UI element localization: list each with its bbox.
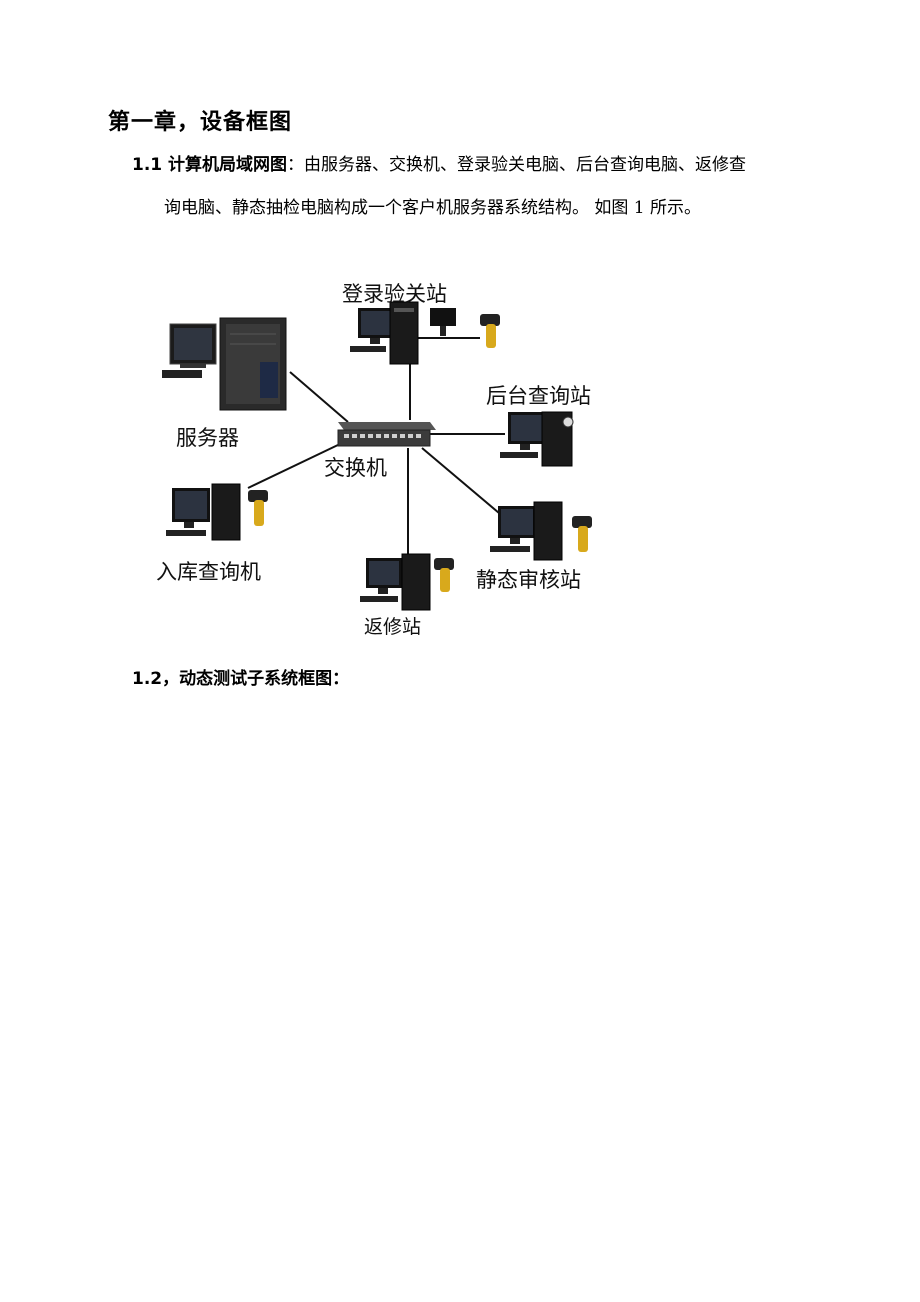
repair-station-computer-icon	[360, 553, 431, 611]
label-server: 服务器	[176, 426, 239, 450]
section-1-2-heading: 1.2，动态测试子系统框图：	[132, 669, 350, 689]
label-switch: 交换机	[324, 456, 387, 480]
login-station-computer-icon	[350, 301, 419, 365]
chapter-title: 第一章，设备框图	[108, 110, 293, 135]
backend-station-computer-icon	[500, 411, 574, 467]
label-static-station: 静态审核站	[476, 568, 581, 592]
login-station-scanner-icon	[480, 314, 500, 348]
repair-station-scanner-icon	[434, 558, 454, 592]
label-inbound-station: 入库查询机	[156, 560, 261, 584]
paragraph-line-1-text: ：由服务器、交换机、登录验关电脑、后台查询电脑、返修查	[287, 155, 747, 175]
server-icon	[162, 317, 287, 411]
connection-lines	[247, 337, 513, 554]
label-backend-station: 后台查询站	[486, 384, 591, 408]
link-server	[289, 371, 349, 423]
network-diagram-svg	[162, 301, 592, 611]
login-station-monitor-icon	[430, 308, 456, 336]
static-station-computer-icon	[490, 501, 563, 561]
lan-network-diagram: 登录验关站 后台查询站 服务器 交换机 入库查询机 静态审核站 返修站	[140, 262, 620, 642]
section-1-1-paragraph: 1.1 计算机局域网图：由服务器、交换机、登录验关电脑、后台查询电脑、返修查 询…	[132, 152, 812, 222]
label-repair-station: 返修站	[364, 616, 422, 638]
label-login-station: 登录验关站	[342, 282, 447, 306]
static-station-scanner-icon	[572, 516, 592, 552]
paragraph-line-2: 询电脑、静态抽检电脑构成一个客户机服务器系统结构。 如图 1 所示。	[164, 198, 702, 218]
link-inbound	[247, 443, 341, 489]
section-1-1-heading: 1.1 计算机局域网图	[132, 155, 288, 175]
paragraph-line-1: 1.1 计算机局域网图：由服务器、交换机、登录验关电脑、后台查询电脑、返修查	[132, 152, 812, 179]
inbound-station-scanner-icon	[248, 490, 268, 526]
switch-icon	[337, 422, 436, 447]
inbound-station-computer-icon	[166, 483, 241, 541]
link-static	[421, 447, 513, 525]
